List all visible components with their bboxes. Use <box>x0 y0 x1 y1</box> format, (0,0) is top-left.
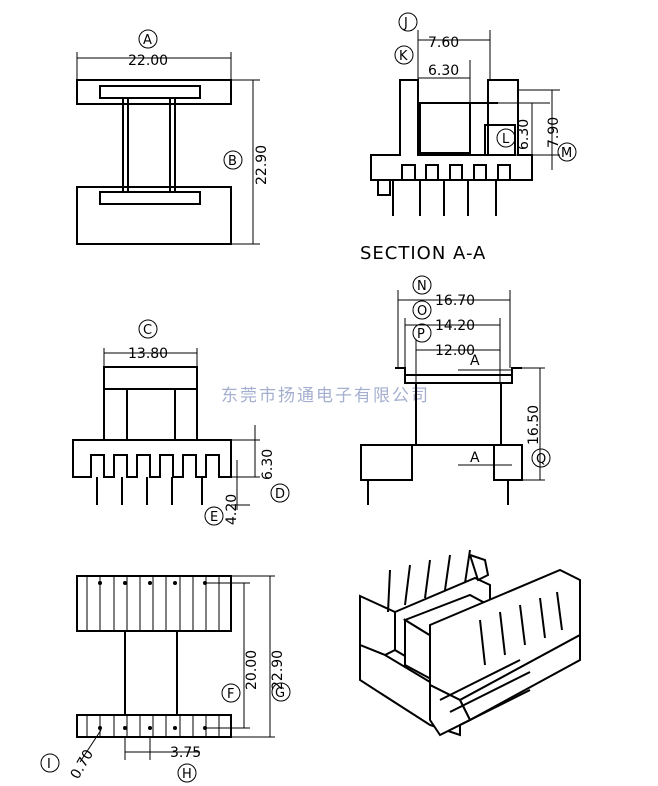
watermark: 东莞市扬通电子有限公司 <box>221 386 430 406</box>
label-b: B <box>228 154 237 169</box>
section-mark-top: A <box>470 353 480 369</box>
dim-630-mid: 6.30 <box>260 449 276 480</box>
dim-1650: 16.50 <box>526 405 542 445</box>
dim-070: 0.70 <box>68 747 97 782</box>
label-o: O <box>417 304 427 319</box>
dim-375: 3.75 <box>170 745 201 761</box>
dim-630-v: 6.30 <box>516 119 532 150</box>
section-mark-bottom: A <box>470 450 480 466</box>
isometric-view <box>359 549 581 737</box>
dim-630: 6.30 <box>428 63 459 79</box>
label-m: M <box>561 146 572 161</box>
label-g: G <box>275 686 285 701</box>
width-dim: 22.00 <box>128 53 168 69</box>
label-e: E <box>210 510 218 525</box>
side-view: 16.70 14.20 12.00 N O P A A 16.50 Q <box>360 275 551 505</box>
dim-1670: 16.70 <box>435 293 475 309</box>
label-c: C <box>143 323 152 338</box>
dim-2000: 20.00 <box>244 650 260 690</box>
height-dim: 22.90 <box>254 145 270 185</box>
label-p: P <box>417 327 425 342</box>
section-view: 7.60 6.30 J K 6.30 7.90 L M SECTION A-A <box>360 12 577 264</box>
label-d: D <box>275 487 285 502</box>
label-a: A <box>143 33 152 48</box>
label-h: H <box>182 767 192 782</box>
dim-1200: 12.00 <box>435 343 475 359</box>
label-l: L <box>502 132 510 147</box>
dim-1420: 14.20 <box>435 318 475 334</box>
label-q: Q <box>536 452 546 467</box>
dim-790-v: 7.90 <box>546 117 562 148</box>
label-j: J <box>403 16 408 31</box>
label-i: I <box>47 757 51 772</box>
bottom-view: 20.00 22.90 F G 3.75 H 0.70 I <box>40 575 291 783</box>
top-view: 22.00 A 22.90 B <box>76 29 270 245</box>
label-f: F <box>227 687 234 702</box>
dim-760: 7.60 <box>428 35 459 51</box>
dim-2290-b: 22.90 <box>270 650 286 690</box>
label-n: N <box>417 279 427 294</box>
dim-420: 4.20 <box>224 494 240 525</box>
label-k: K <box>399 49 408 64</box>
front-view: 13.80 C 6.30 4.20 D E <box>72 319 290 526</box>
section-title: SECTION A-A <box>360 243 486 264</box>
dim-1380: 13.80 <box>128 346 168 362</box>
